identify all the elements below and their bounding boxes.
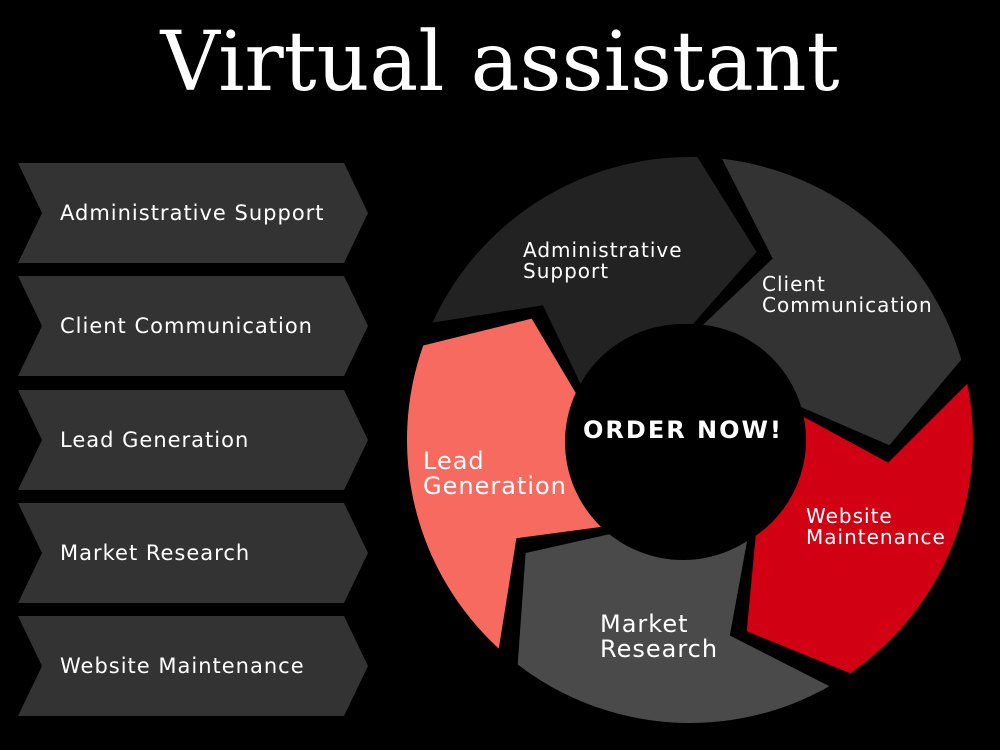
page-title: Virtual assistant [160,15,840,110]
list-item-label: Market Research [60,541,251,565]
cycle-segment-website-maintenance [746,383,973,674]
center-hub [565,324,801,560]
list-item-market-research: Market Research [18,503,368,603]
cycle-segment-client-communication [703,158,962,446]
list-item-administrative-support: Administrative Support [18,163,368,263]
list-item-label: Website Maintenance [60,654,305,678]
cycle-segment-lead-generation [406,318,612,649]
list-item-lead-generation: Lead Generation [18,390,368,490]
list-item-client-communication: Client Communication [18,276,368,376]
cycle-segment-market-research [517,532,830,724]
list-item-label: Client Communication [60,314,313,338]
list-item-website-maintenance: Website Maintenance [18,616,368,716]
list-item-label: Administrative Support [60,201,325,225]
cycle-segment-administrative-support [432,157,757,392]
list-item-label: Lead Generation [60,428,250,452]
order-now-button[interactable]: ORDER NOW! [583,416,783,444]
